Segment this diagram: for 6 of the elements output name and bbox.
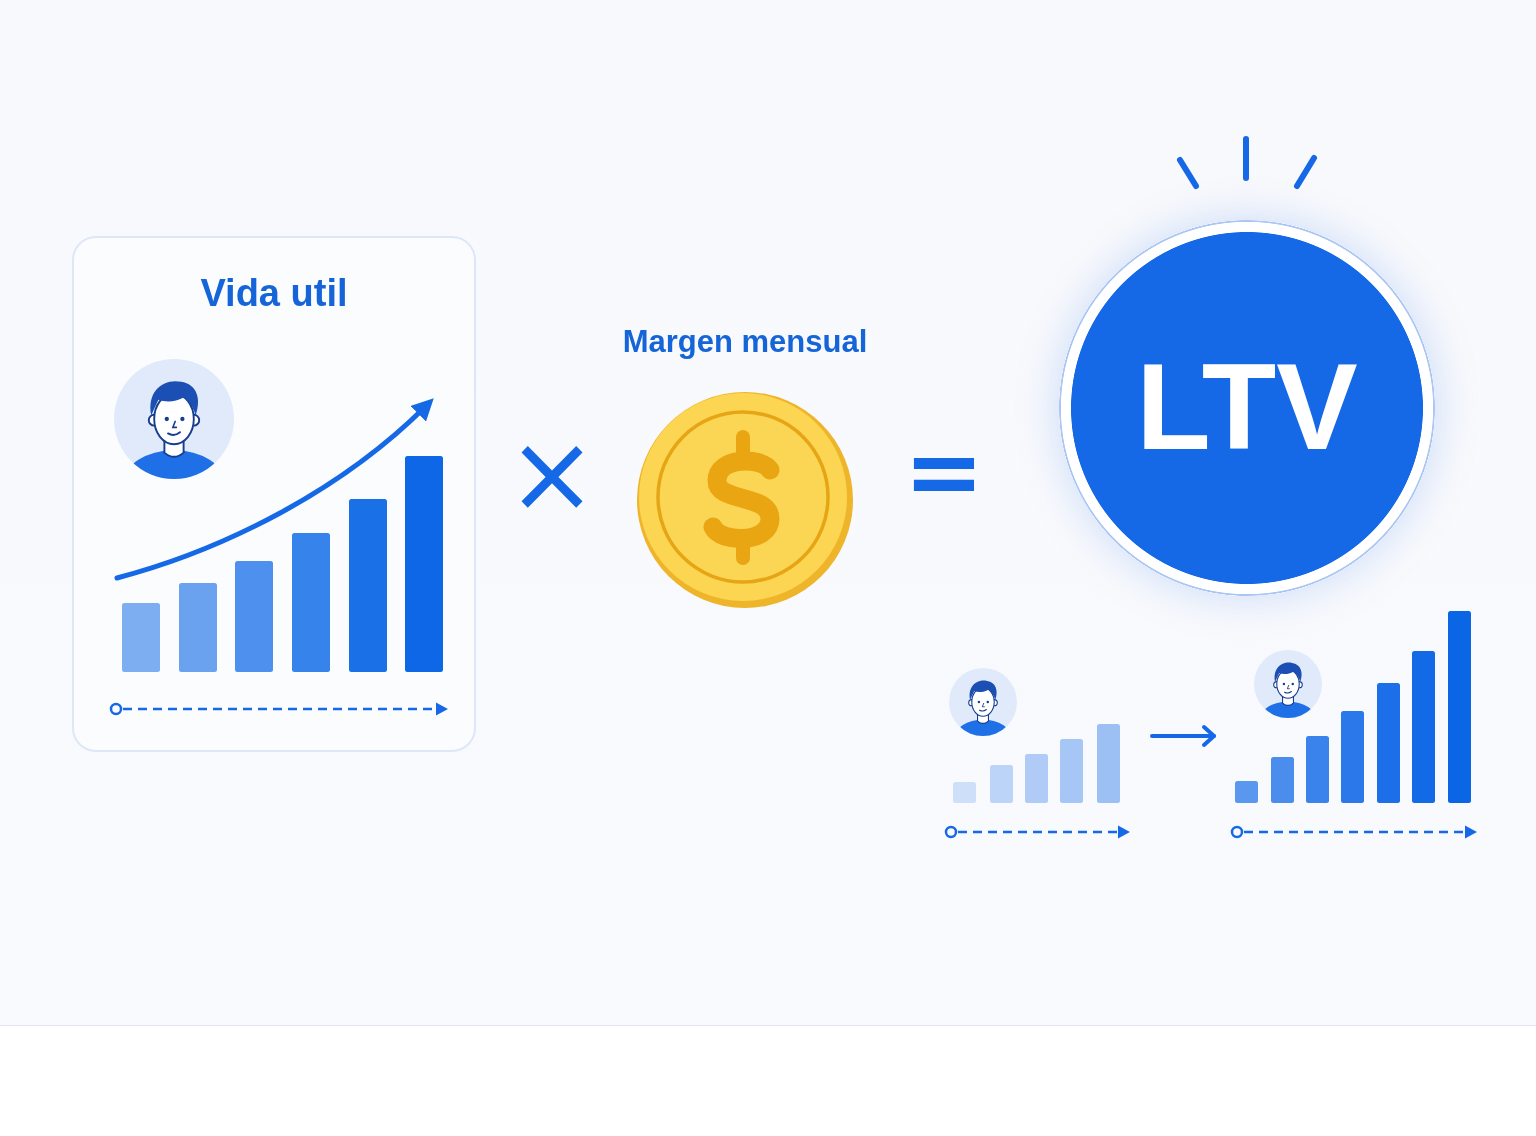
multiply-sign: × <box>506 442 598 506</box>
equals-sign: = <box>903 451 985 493</box>
arrow <box>1150 725 1216 747</box>
result-label: LTV <box>1136 353 1358 463</box>
coin-heading: Margen mensual <box>622 324 868 360</box>
card-title: Vida util <box>200 272 348 316</box>
